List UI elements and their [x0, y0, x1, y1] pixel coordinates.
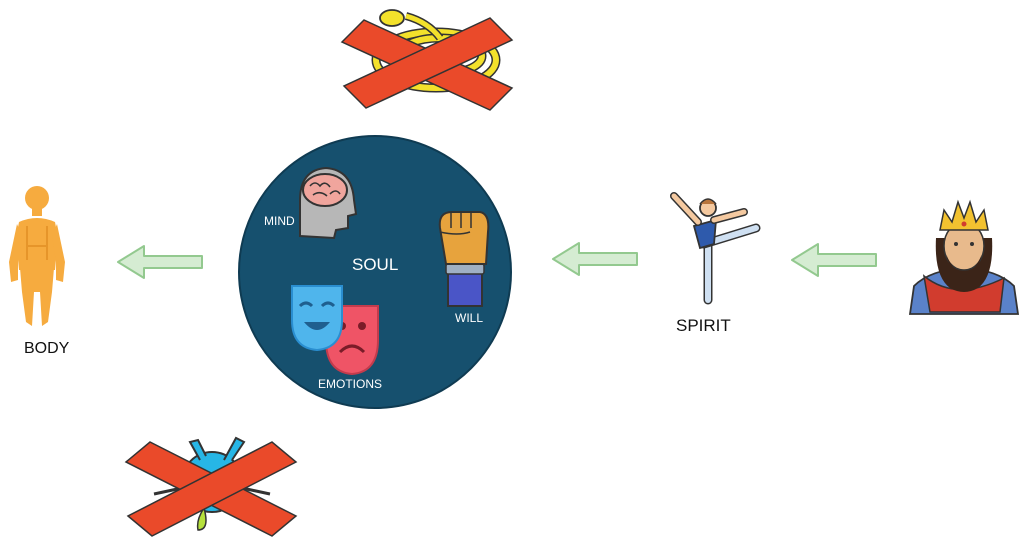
ballet-dancer-icon — [670, 192, 761, 305]
raised-fist-icon — [438, 211, 490, 307]
crowned-king-icon — [908, 199, 1020, 315]
emotions-label: EMOTIONS — [318, 377, 383, 391]
will-label: WILL — [455, 311, 484, 325]
left-arrow-icon — [552, 242, 638, 276]
body-label: BODY — [24, 340, 70, 357]
red-x-icon — [124, 441, 298, 537]
left-arrow-icon — [117, 245, 203, 279]
mind-label: MIND — [264, 214, 295, 228]
comedy-tragedy-masks-icon — [291, 285, 379, 376]
human-body-icon — [9, 186, 65, 326]
brain-head-icon — [299, 166, 358, 240]
left-arrow-icon — [791, 243, 877, 277]
soul-label: SOUL — [352, 255, 399, 274]
red-x-icon — [340, 17, 514, 111]
spirit-label: SPIRIT — [676, 316, 731, 335]
